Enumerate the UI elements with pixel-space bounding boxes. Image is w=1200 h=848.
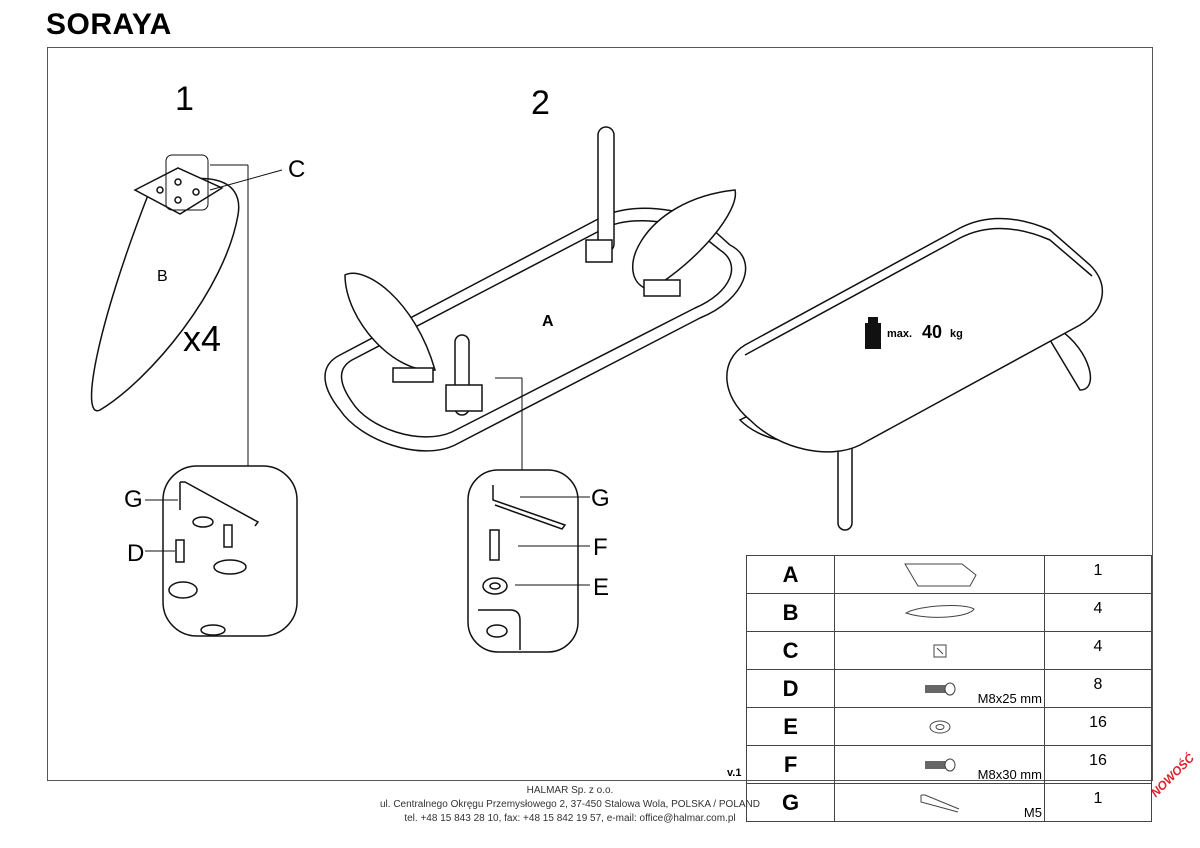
part-code: B	[745, 593, 836, 632]
step-2-number: 2	[531, 84, 550, 122]
part-code: G	[745, 783, 836, 822]
parts-row: E 16	[745, 707, 1153, 746]
part-code: E	[745, 707, 836, 746]
bolt-icon	[923, 755, 957, 775]
callout-f-2: F	[593, 534, 608, 561]
leg-icon	[900, 603, 980, 623]
part-code: A	[745, 555, 836, 594]
load-value: 40	[922, 322, 943, 342]
callout-c: C	[288, 156, 306, 183]
callout-g-2: G	[591, 485, 610, 512]
detail-view-1	[162, 465, 298, 637]
footer-address: ul. Centralnego Okręgu Przemysłowego 2, …	[379, 799, 760, 810]
document-title: SORAYA	[46, 8, 172, 41]
bolt-icon	[923, 679, 957, 699]
part-quantity: 16	[1043, 745, 1153, 784]
part-b-label: B	[157, 268, 168, 285]
callout-g-1: G	[124, 486, 143, 513]
callout-e-2: E	[593, 574, 610, 601]
part-quantity: 1	[1043, 783, 1153, 822]
part-quantity: 1	[1043, 555, 1153, 594]
tabletop-assembly	[324, 126, 747, 452]
quantity-multiplier: x4	[183, 318, 222, 359]
allen-key-icon	[918, 792, 962, 814]
part-a-label: A	[542, 313, 554, 330]
part-picture: M8x25 mm	[834, 669, 1045, 708]
part-quantity: 4	[1043, 631, 1153, 670]
part-spec: M8x30 mm	[977, 767, 1042, 782]
part-quantity: 8	[1043, 669, 1153, 708]
part-code: D	[745, 669, 836, 708]
bracket-icon	[930, 641, 950, 661]
load-max-label: max.	[887, 328, 913, 340]
detail-view-2	[467, 469, 579, 653]
part-picture	[834, 593, 1045, 632]
load-unit: kg	[950, 328, 963, 340]
leg-illustration	[90, 154, 240, 412]
part-spec: M8x25 mm	[977, 691, 1042, 706]
part-quantity: 4	[1043, 593, 1153, 632]
part-quantity: 16	[1043, 707, 1153, 746]
footer-contact: tel. +48 15 843 28 10, fax: +48 15 842 1…	[404, 813, 736, 824]
part-picture	[834, 631, 1045, 670]
part-picture: M8x30 mm	[834, 745, 1045, 784]
part-code: C	[745, 631, 836, 670]
part-code: F	[745, 745, 836, 784]
washer-icon	[928, 719, 952, 735]
tabletop-icon	[900, 561, 980, 589]
version-label: v.1	[727, 767, 742, 779]
step-1-number: 1	[175, 80, 194, 118]
part-picture	[834, 555, 1045, 594]
footer-company: HALMAR Sp. z o.o.	[526, 785, 614, 796]
part-spec: M5	[1023, 805, 1042, 820]
assembled-table	[726, 217, 1104, 531]
part-picture: M5	[834, 783, 1045, 822]
callout-d-1: D	[127, 540, 145, 567]
part-picture	[834, 707, 1045, 746]
instruction-frame	[47, 47, 1153, 781]
